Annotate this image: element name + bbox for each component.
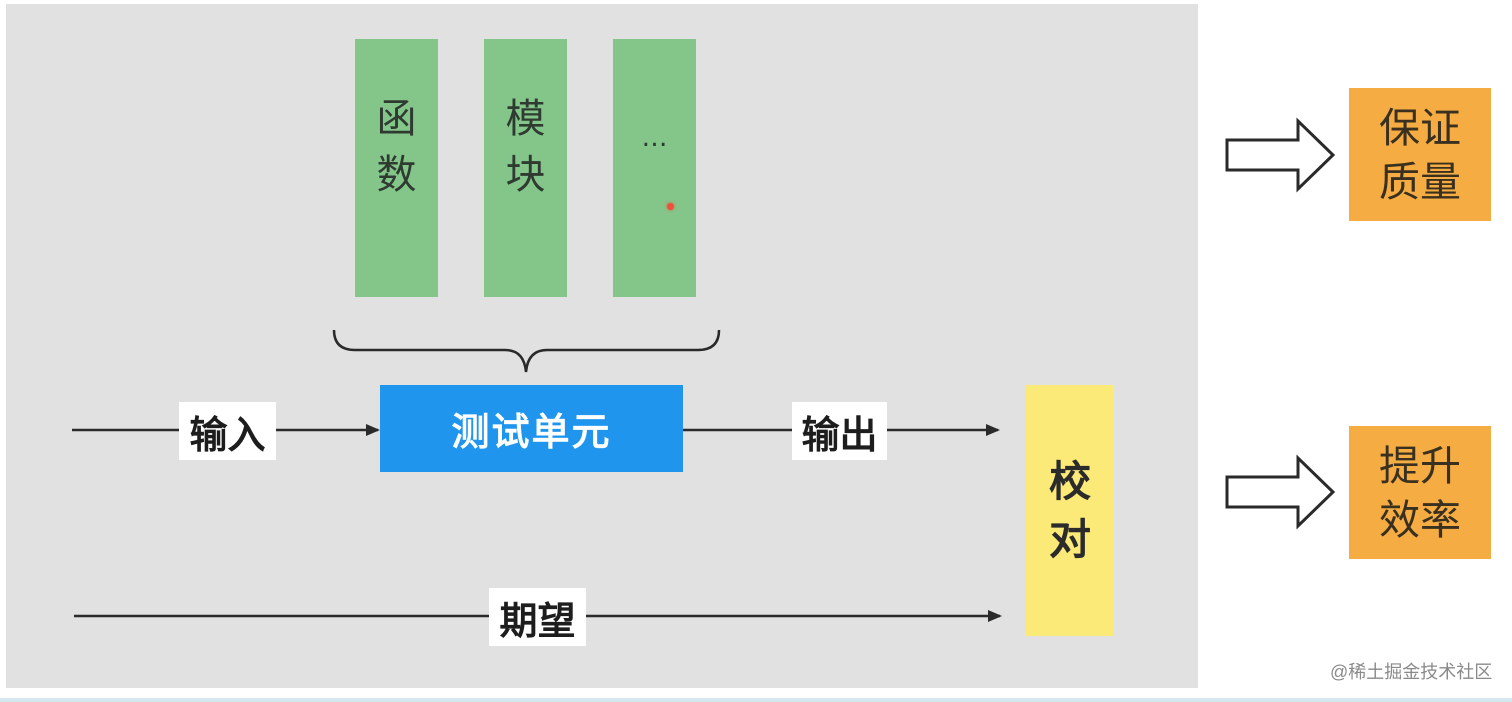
bottom-border: [0, 698, 1512, 702]
function-label: 函数: [376, 96, 417, 198]
quality-label: 保证质量: [1379, 103, 1461, 206]
diagram-panel: [6, 4, 1198, 688]
function-box: 函数: [355, 39, 438, 297]
test-unit-box: 测试单元: [380, 385, 683, 472]
efficiency-box: 提升效率: [1349, 426, 1491, 559]
efficiency-label: 提升效率: [1379, 441, 1461, 544]
check-box: 校对: [1026, 385, 1114, 636]
quality-box: 保证质量: [1349, 88, 1491, 221]
expected-label: 期望: [489, 588, 586, 646]
grouping-brace: [332, 329, 721, 373]
input-label: 输入: [179, 402, 276, 460]
cursor-dot: [667, 203, 674, 210]
output-label: 输出: [792, 402, 887, 460]
more-label: …: [641, 123, 668, 153]
efficiency-block-arrow: [1225, 454, 1336, 530]
check-label: 校对: [1048, 456, 1091, 564]
module-label: 模块: [505, 96, 546, 198]
test-unit-label: 测试单元: [451, 410, 612, 454]
more-box: …: [613, 39, 696, 297]
watermark: @稀土掘金技术社区: [1330, 662, 1493, 682]
quality-block-arrow: [1225, 117, 1336, 193]
module-box: 模块: [484, 39, 567, 297]
